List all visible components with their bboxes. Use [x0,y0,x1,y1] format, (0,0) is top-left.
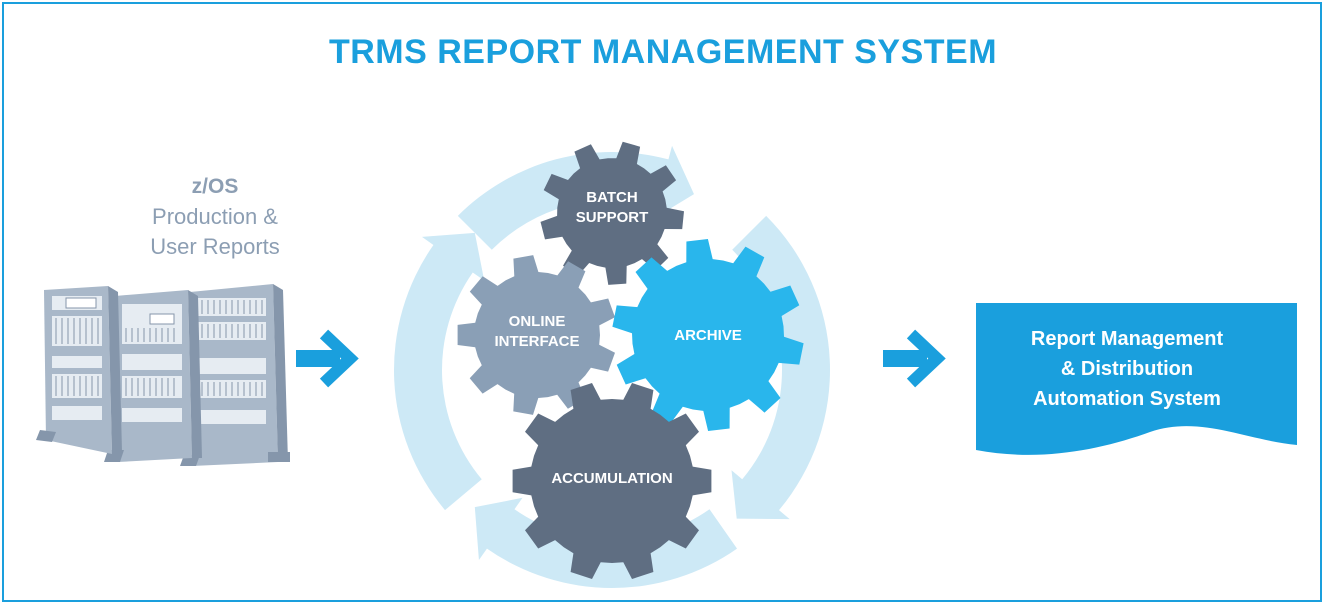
diagram-title: TRMS REPORT MANAGEMENT SYSTEM [328,33,998,71]
source-os-label: z/OS [191,175,239,198]
gear-icon [457,255,615,415]
gear-online-interface: ONLINE INTERFACE [457,255,615,415]
gear-archive: ARCHIVE [612,239,804,431]
output-label-3: Automation System [1033,388,1221,410]
gear-batch-label-2: SUPPORT [576,209,649,226]
gear-archive-label: ARCHIVE [674,327,742,344]
gear-icon [512,383,712,579]
gear-accumulation-label: ACCUMULATION [551,470,672,487]
output-label-1: Report Management [1031,328,1224,350]
gear-icon [540,141,684,285]
gear-accumulation: ACCUMULATION [512,383,712,579]
gear-online-label-2: INTERFACE [494,333,579,350]
gear-batch-support: BATCH SUPPORT [540,141,684,285]
source-caption: z/OS Production & User Reports [90,172,340,262]
gear-online-label-1: ONLINE [509,313,566,330]
output-label-2: & Distribution [1061,358,1193,380]
source-line-2: User Reports [150,234,280,259]
right-arrow-icon [883,329,946,388]
right-arrow-icon [296,329,359,388]
server-rack-icon [36,284,290,466]
source-line-1: Production & [152,204,278,229]
document-icon: Report Management & Distribution Automat… [976,303,1297,455]
gear-batch-label-1: BATCH [586,189,637,206]
gear-icon [612,239,804,431]
